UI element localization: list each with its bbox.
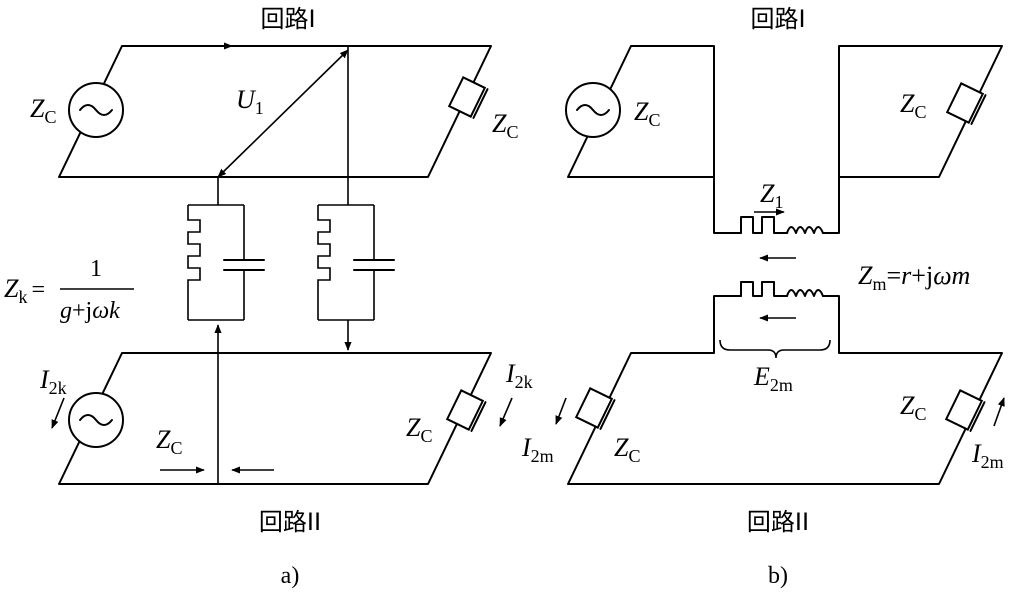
series-inductor-bottom: [786, 289, 824, 297]
b-bottom-left-impedance-label: ZC: [614, 433, 640, 466]
series-resistor-bottom: [740, 281, 788, 297]
generator-b: [565, 82, 621, 138]
load-box-a-top: [447, 76, 489, 119]
current-i2k-right-arrow: [499, 397, 513, 427]
current-i2k-right-label: I2k: [505, 359, 533, 392]
load-box-b-top: [945, 82, 987, 125]
panel-b: 回路I Z1 ZC ZC: [521, 5, 1005, 589]
load-box-b-bottom-left: [574, 387, 616, 430]
coupling-branch-2: [317, 204, 395, 351]
b-current-left-label: I2m: [521, 433, 554, 466]
panel-b-top-title: 回路I: [750, 5, 805, 33]
generator-a-top: [68, 82, 124, 138]
loop-i-b-outline: [567, 45, 742, 234]
panel-a: 回路I ZC ZC U1: [4, 5, 533, 589]
b-current-right-label: I2m: [971, 439, 1004, 472]
coupling-impedance-formula: Zk= 1 g+jωk: [4, 256, 134, 324]
bottom-impedance-label: ZC: [156, 425, 182, 458]
loop-i-b-outline-right: [822, 45, 1003, 234]
voltage-u1-arrow: [217, 49, 349, 178]
series-resistor-top: [740, 216, 788, 234]
svg-text:g+jωk: g+jωk: [60, 298, 120, 324]
panel-a-top-title: 回路I: [260, 5, 315, 33]
b-source-impedance-label: ZC: [634, 97, 660, 130]
mutual-impedance-formula: Zm=r+jωm: [858, 261, 970, 294]
emf-e2m-label: E2m: [753, 362, 793, 395]
load-impedance-label: ZC: [492, 109, 518, 142]
b-load-impedance-label: ZC: [900, 89, 926, 122]
bottom-load-impedance-label: ZC: [406, 413, 432, 446]
svg-text:1: 1: [90, 256, 102, 282]
voltage-u1-label: U1: [236, 85, 264, 118]
current-i2k-left-arrow: [51, 397, 65, 429]
line-impedance-z1-label: Z1: [760, 179, 783, 212]
b-current-right-arrow: [993, 397, 1005, 427]
panel-a-caption: a): [281, 563, 300, 589]
panel-b-caption: b): [768, 563, 788, 589]
panel-b-bottom-title: 回路II: [747, 508, 809, 536]
svg-text:Zk=: Zk=: [4, 274, 45, 307]
panel-a-bottom-title: 回路II: [259, 508, 321, 536]
b-bottom-right-impedance-label: ZC: [900, 391, 926, 424]
emf-brace: [719, 339, 831, 359]
load-box-a-bottom: [445, 389, 487, 432]
b-current-left-arrow: [555, 397, 567, 425]
coupling-branch-1: [187, 177, 265, 484]
generator-a-bottom: [68, 392, 124, 448]
series-inductor-top: [786, 226, 824, 234]
current-i2k-left-label: I2k: [39, 365, 67, 398]
load-box-b-bottom-right: [944, 389, 986, 432]
loop-ii-b-outline-left: [567, 295, 1003, 485]
source-impedance-label: ZC: [30, 94, 56, 127]
loop-i-outline: [58, 45, 492, 178]
